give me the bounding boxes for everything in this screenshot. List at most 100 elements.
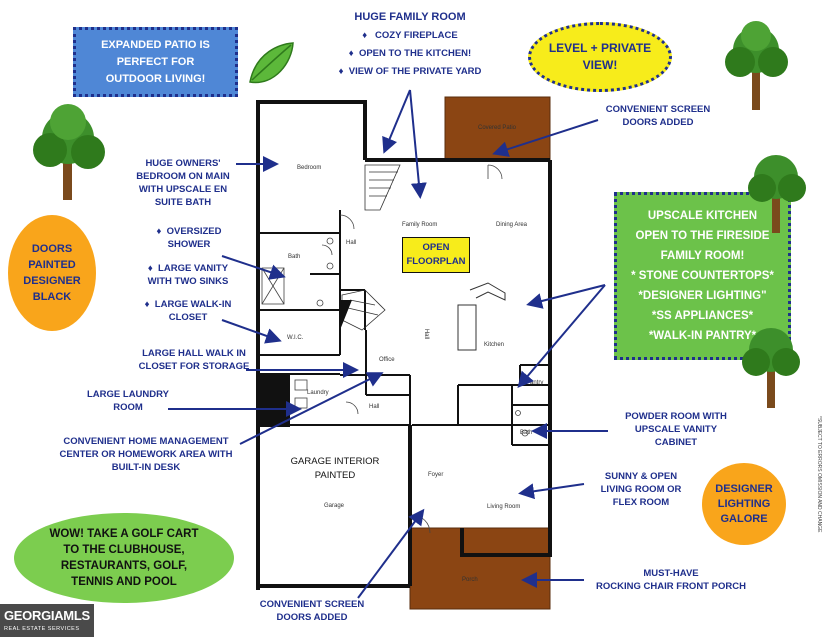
garage-painted-callout: GARAGE INTERIOR PAINTED — [270, 455, 400, 483]
arrow — [518, 483, 585, 500]
owners-bedroom-line: HUGE OWNERS' — [145, 158, 221, 169]
kitchen-line: *SS APPLIANCES* — [651, 310, 754, 322]
screen-doors-top-callout: CONVENIENT SCREEN DOORS ADDED — [598, 103, 718, 129]
room-label-covered-patio: Covered Patio — [478, 125, 517, 131]
kitchen-callout: UPSCALE KITCHEN OPEN TO THE FIRESIDE FAM… — [614, 192, 791, 360]
arrow — [239, 372, 384, 445]
designer-lighting-line: DESIGNER — [715, 482, 773, 495]
stair-black-triangle — [340, 300, 352, 330]
view-callout: LEVEL + PRIVATE VIEW! — [528, 22, 672, 92]
open-floorplan-callout: OPEN FLOORPLAN — [402, 237, 470, 273]
closet-line: LARGE WALK-IN — [154, 299, 232, 310]
kitchen-island — [457, 304, 477, 351]
room-label-bath: Bath — [288, 254, 301, 260]
family-room-callout: HUGE FAMILY ROOM ♦ COZY FIREPLACE ♦ OPEN… — [330, 11, 490, 78]
home-mgmt-line: CONVENIENT HOME MANAGEMENT — [63, 436, 229, 447]
porch-line: MUST-HAVE — [643, 568, 699, 579]
view-callout-line: VIEW! — [582, 58, 618, 72]
designer-lighting-line: LIGHTING — [717, 497, 771, 510]
home-mgmt-line: BUILT-IN DESK — [111, 462, 181, 473]
arrow — [221, 255, 286, 280]
room-label-kitchen: Kitchen — [484, 342, 505, 348]
living-room-line: SUNNY & OPEN — [604, 471, 678, 482]
hall-closet-line: LARGE HALL WALK IN — [142, 348, 246, 359]
golf-line: WOW! TAKE A GOLF CART — [49, 528, 199, 540]
vanity-callout: ♦ LARGE VANITY WITH TWO SINKS — [128, 262, 248, 288]
room-label-dining-area: Dining Area — [496, 222, 528, 228]
bullet-icon: ♦ — [348, 48, 354, 59]
tree-icon-right-middle — [748, 155, 806, 233]
doors-black-line: PAINTED — [28, 259, 76, 271]
arrow — [492, 119, 599, 157]
owners-bedroom-line: WITH UPSCALE EN — [138, 184, 228, 195]
screen-doors-line: DOORS ADDED — [276, 612, 348, 623]
golf-line: TO THE CLUBHOUSE, — [63, 544, 185, 556]
powder-room-line: CABINET — [654, 437, 698, 448]
kitchen-line: *DESIGNER LIGHTING" — [638, 290, 767, 302]
garage-painted-line: PAINTED — [314, 470, 356, 481]
bullet-icon: ♦ — [338, 66, 344, 77]
laundry-black-block — [258, 374, 290, 427]
shower-line: SHOWER — [167, 239, 211, 250]
garage-painted-line: GARAGE INTERIOR — [290, 456, 380, 467]
arrow — [526, 284, 606, 309]
arrow — [517, 284, 606, 389]
living-room-line: FLEX ROOM — [612, 497, 670, 508]
home-mgmt-line: CENTER OR HOMEWORK AREA WITH — [59, 449, 233, 460]
screen-doors-line: DOORS ADDED — [622, 117, 694, 128]
room-label-porch: Porch — [462, 577, 478, 583]
powder-room-line: POWDER ROOM WITH — [625, 411, 727, 422]
golf-line: TENNIS AND POOL — [71, 576, 177, 588]
closet-line: CLOSET — [168, 312, 208, 323]
tree-icon-right-top — [725, 21, 788, 110]
screen-doors-line: CONVENIENT SCREEN — [605, 104, 711, 115]
leaf-icon — [249, 42, 294, 84]
room-label-garage: Garage — [324, 503, 345, 509]
family-room-item: COZY FIREPLACE — [375, 30, 458, 41]
kitchen-counter — [469, 282, 506, 301]
patio-callout-line: EXPANDED PATIO IS — [101, 38, 210, 51]
doors-black-line: DESIGNER — [23, 275, 81, 287]
powder-room-callout: POWDER ROOM WITH UPSCALE VANITY CABINET — [616, 410, 736, 449]
family-room-title: HUGE FAMILY ROOM — [354, 11, 466, 23]
powder-room-line: UPSCALE VANITY — [634, 424, 718, 435]
tree-icon-left — [33, 104, 105, 200]
closet-callout: ♦ LARGE WALK-IN CLOSET — [128, 298, 248, 324]
designer-lighting-callout: DESIGNER LIGHTING GALORE — [702, 463, 786, 545]
bullet-icon: ♦ — [147, 263, 153, 274]
room-label-hall: Hall — [369, 404, 380, 410]
screen-doors-line: CONVENIENT SCREEN — [259, 599, 365, 610]
patio-callout-line: PERFECT FOR — [116, 55, 195, 68]
laundry-line: ROOM — [113, 402, 143, 413]
logo-main: GEORGIAMLS — [4, 608, 90, 623]
shower-line: OVERSIZED — [166, 226, 222, 237]
room-label-living-room: Living Room — [487, 504, 521, 510]
bullet-icon: ♦ — [156, 226, 162, 237]
room-label-bedroom: Bedroom — [297, 165, 322, 171]
room-label-pantry: Pantry — [526, 380, 544, 386]
vanity-line: WITH TWO SINKS — [147, 276, 229, 287]
room-label-hall-top: Hall — [346, 240, 357, 246]
owners-bedroom-callout: HUGE OWNERS' BEDROOM ON MAIN WITH UPSCAL… — [128, 157, 238, 209]
designer-lighting-line: GALORE — [720, 512, 768, 525]
kitchen-line: FAMILY ROOM! — [660, 250, 745, 262]
owners-bedroom-line: BEDROOM ON MAIN — [136, 171, 230, 182]
arrow — [409, 89, 427, 199]
hall-closet-callout: LARGE HALL WALK IN CLOSET FOR STORAGE — [134, 347, 254, 373]
logo-sub: REAL ESTATE SERVICES — [4, 626, 80, 632]
patio-callout: EXPANDED PATIO IS PERFECT FOR OUTDOOR LI… — [73, 27, 238, 97]
kitchen-line: * STONE COUNTERTOPS* — [631, 270, 774, 282]
room-label-wic: W.I.C. — [287, 335, 304, 341]
room-label-foyer: Foyer — [428, 472, 444, 478]
home-mgmt-callout: CONVENIENT HOME MANAGEMENT CENTER OR HOM… — [56, 435, 236, 474]
vanity-line: LARGE VANITY — [158, 263, 229, 274]
patio-callout-line: OUTDOOR LIVING! — [105, 72, 206, 85]
kitchen-line: *WALK-IN PANTRY* — [648, 330, 757, 342]
view-callout-line: LEVEL + PRIVATE — [548, 41, 652, 55]
arrow — [357, 508, 425, 599]
family-room-item: OPEN TO THE KITCHEN! — [358, 48, 472, 59]
room-label-family-room: Family Room — [402, 222, 438, 228]
tree-icon-right-bottom — [742, 328, 800, 408]
hall-closet-line: CLOSET FOR STORAGE — [138, 361, 250, 372]
